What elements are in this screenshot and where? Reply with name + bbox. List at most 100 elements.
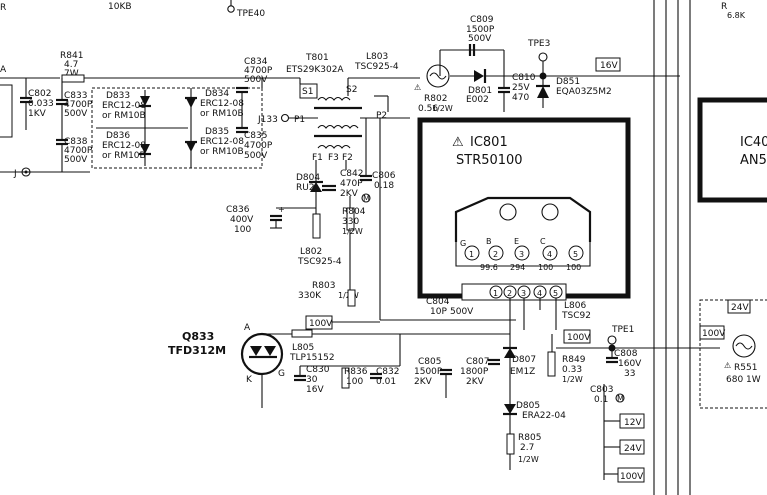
d801-diode: D801 E002 [450,69,492,105]
svg-text:160V: 160V [618,359,642,369]
svg-text:L802: L802 [300,247,322,257]
tpe40-testpoint: TPE40 [227,0,265,19]
svg-text:C836: C836 [226,205,250,215]
d836-diode: D836 ERC12-08 or RM10B [102,131,151,161]
ic801-transistor-2 [541,203,559,221]
svg-text:C804: C804 [426,297,450,307]
svg-text:M: M [617,394,624,403]
svg-text:P2: P2 [376,111,387,121]
svg-text:E: E [514,237,519,246]
c805-capacitor: C805 1500P 2KV [414,357,452,398]
r849-resistor: R849 0.33 1/2W [547,334,586,384]
100v-label-d: 100V [617,467,645,483]
svg-text:0.33: 0.33 [562,365,582,375]
svg-text:294: 294 [510,263,525,272]
svg-text:400V: 400V [230,215,254,225]
svg-text:100: 100 [346,377,363,387]
svg-text:500V: 500V [244,75,268,85]
24v-label: 24V [619,439,645,455]
svg-text:D835: D835 [205,127,229,137]
d833-diode: D833 ERC12-08 or RM10B [102,91,151,121]
svg-text:C830: C830 [306,365,330,375]
svg-text:F3: F3 [328,153,339,163]
c804-capacitor: C804 10P 500V [426,297,474,317]
c832-capacitor: C832 0.01 [370,367,399,387]
c806-capacitor: C806 0.18 M [360,170,396,203]
10kb-label: 10KB [108,2,132,12]
svg-text:100V: 100V [567,333,591,343]
svg-text:D834: D834 [205,89,229,99]
svg-text:2KV: 2KV [340,189,359,199]
svg-text:R805: R805 [518,433,541,443]
svg-text:C807: C807 [466,357,489,367]
svg-text:1: 1 [469,250,474,259]
svg-text:33: 33 [624,369,635,379]
c842-capacitor: C842 470P 2KV [322,169,363,199]
svg-text:R836: R836 [344,367,368,377]
svg-text:C835: C835 [244,131,267,141]
c806-m-marker [361,193,371,203]
svg-text:S1: S1 [302,87,313,97]
svg-text:24V: 24V [624,444,642,454]
c807-capacitor: C807 1800P 2KV [460,357,500,387]
svg-text:R841: R841 [60,51,83,61]
d834-diode: D834 ERC12-08 or RM10B [185,89,244,119]
100v-label-a: 100V [305,315,333,330]
r802-warning-icon: ⚠ [414,83,421,92]
svg-text:1KV: 1KV [28,109,47,119]
svg-text:12V: 12V [624,418,642,428]
svg-text:C: C [540,237,546,246]
r804-resistor: R804 330 1/2W [342,196,366,300]
right-dashed-box [699,299,767,409]
svg-text:30: 30 [306,375,318,385]
c802-capacitor: C802 0.033 1KV [20,78,54,130]
t801-transformer: T801 ETS29K302A S1 S2 P1 P2 F1 F3 F2 [286,53,387,170]
svg-text:or RM10B: or RM10B [200,109,244,119]
svg-text:100V: 100V [309,319,333,329]
d804-diode: D804 RU2 [296,170,323,214]
svg-text:ETS29K302A: ETS29K302A [286,65,344,75]
svg-text:R803: R803 [312,281,335,291]
j-connector: J [0,167,90,179]
q833-optocoupler: Q833 TFD312M A K G [168,323,292,408]
c810-capacitor: C810 25V 470 [498,73,536,112]
svg-text:4.7: 4.7 [64,60,78,70]
svg-text:C834: C834 [244,57,268,67]
svg-text:C842: C842 [340,169,363,179]
svg-text:C832: C832 [376,367,399,377]
svg-text:1/2W: 1/2W [342,227,363,236]
ic801-package: ⚠ IC801 STR50100 G B E C 1 2 3 4 5 99.6 … [417,117,631,299]
svg-text:100: 100 [566,263,581,272]
svg-text:A: A [244,323,251,333]
svg-text:16V: 16V [306,385,324,395]
svg-text:K: K [246,375,253,385]
16v-rail-label: 16V [595,57,621,72]
svg-text:100V: 100V [620,472,644,482]
svg-text:J: J [13,169,17,179]
svg-text:D801: D801 [468,86,492,96]
svg-text:10P: 10P [430,307,447,317]
svg-text:TSC925-4: TSC925-4 [297,257,342,267]
svg-text:0.18: 0.18 [374,181,394,191]
svg-text:4700P: 4700P [64,146,93,156]
svg-text:R804: R804 [342,207,366,217]
svg-text:D833: D833 [106,91,130,101]
svg-text:1: 1 [493,289,498,298]
svg-text:or RM10B: or RM10B [102,151,146,161]
c836-capacitor: C836 400V 100 + [226,205,316,235]
svg-text:ERA22-04: ERA22-04 [522,411,566,421]
svg-text:680 1W: 680 1W [726,375,761,385]
svg-text:C810: C810 [512,73,536,83]
svg-text:D804: D804 [296,173,320,183]
svg-text:3: 3 [521,289,526,298]
l803-inductor: L803 TSC925-4 [354,52,399,72]
l802-inductor: L802 TSC925-4 [297,213,342,267]
r551-fusible-resistor: ⚠ R551 680 1W [724,334,761,385]
ic40-outline [697,97,767,203]
l805-inductor: L805 TLP15152 [289,329,510,363]
svg-text:2KV: 2KV [414,377,433,387]
ic801-pins: 1 2 3 4 5 [464,245,584,261]
svg-text:EM1Z: EM1Z [510,367,535,377]
svg-text:C803: C803 [590,385,613,395]
svg-text:100V: 100V [702,329,726,339]
